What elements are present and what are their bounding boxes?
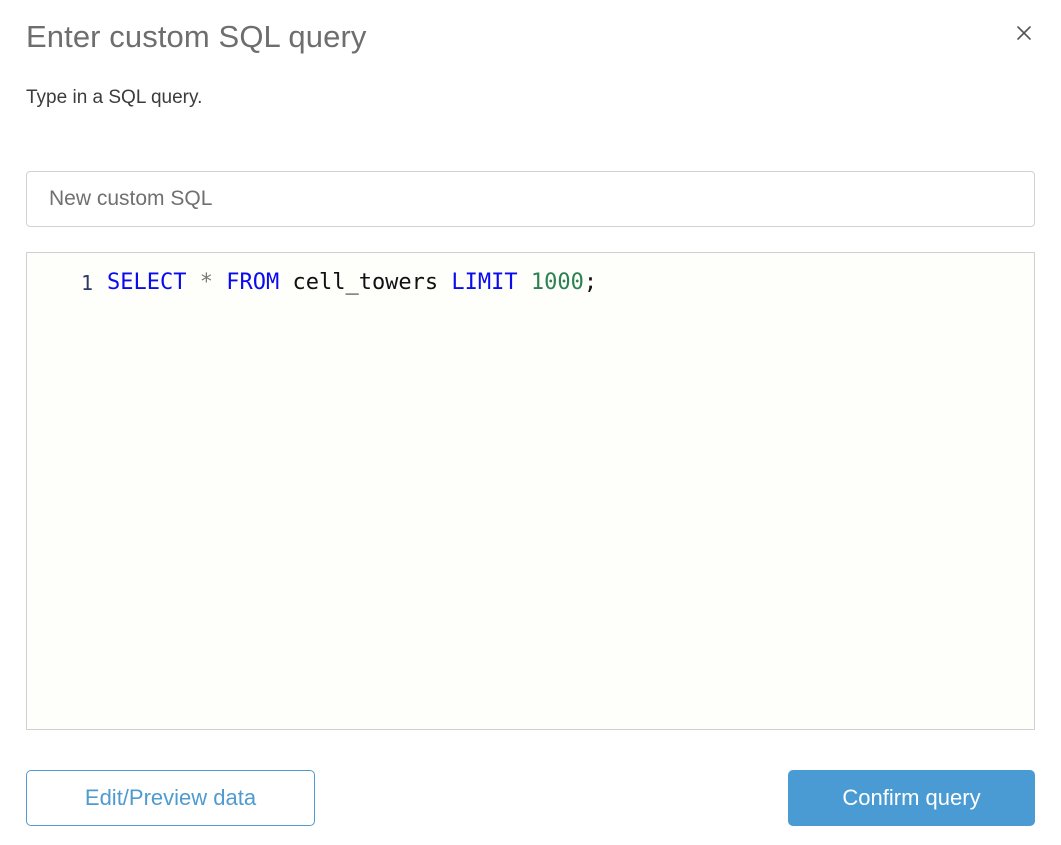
- dialog-title: Enter custom SQL query: [26, 19, 367, 54]
- sql-token-keyword: LIMIT: [451, 270, 518, 295]
- editor-line-number: 1: [80, 271, 93, 295]
- sql-token-operator: *: [199, 270, 213, 295]
- close-icon[interactable]: [1009, 18, 1039, 48]
- query-name-input[interactable]: [26, 171, 1035, 227]
- sql-editor[interactable]: 1 SELECT * FROM cell_towers LIMIT 1000;: [26, 252, 1035, 730]
- sql-token-punctuation: ;: [583, 270, 598, 295]
- sql-token-number: 1000: [530, 270, 584, 295]
- sql-token-plain: [279, 270, 292, 295]
- sql-token-plain: [186, 270, 199, 295]
- sql-code-line[interactable]: SELECT * FROM cell_towers LIMIT 1000;: [105, 266, 1034, 300]
- edit-preview-data-button[interactable]: Edit/Preview data: [26, 770, 315, 826]
- sql-token-keyword: FROM: [226, 270, 280, 295]
- sql-token-identifier: cell_towers: [292, 270, 439, 295]
- sql-token-plain: [213, 270, 226, 295]
- sql-token-keyword: SELECT: [107, 270, 187, 295]
- sql-token-plain: [438, 270, 451, 295]
- confirm-query-button[interactable]: Confirm query: [788, 770, 1035, 826]
- dialog-subtitle: Type in a SQL query.: [26, 87, 203, 108]
- sql-token-plain: [518, 270, 531, 295]
